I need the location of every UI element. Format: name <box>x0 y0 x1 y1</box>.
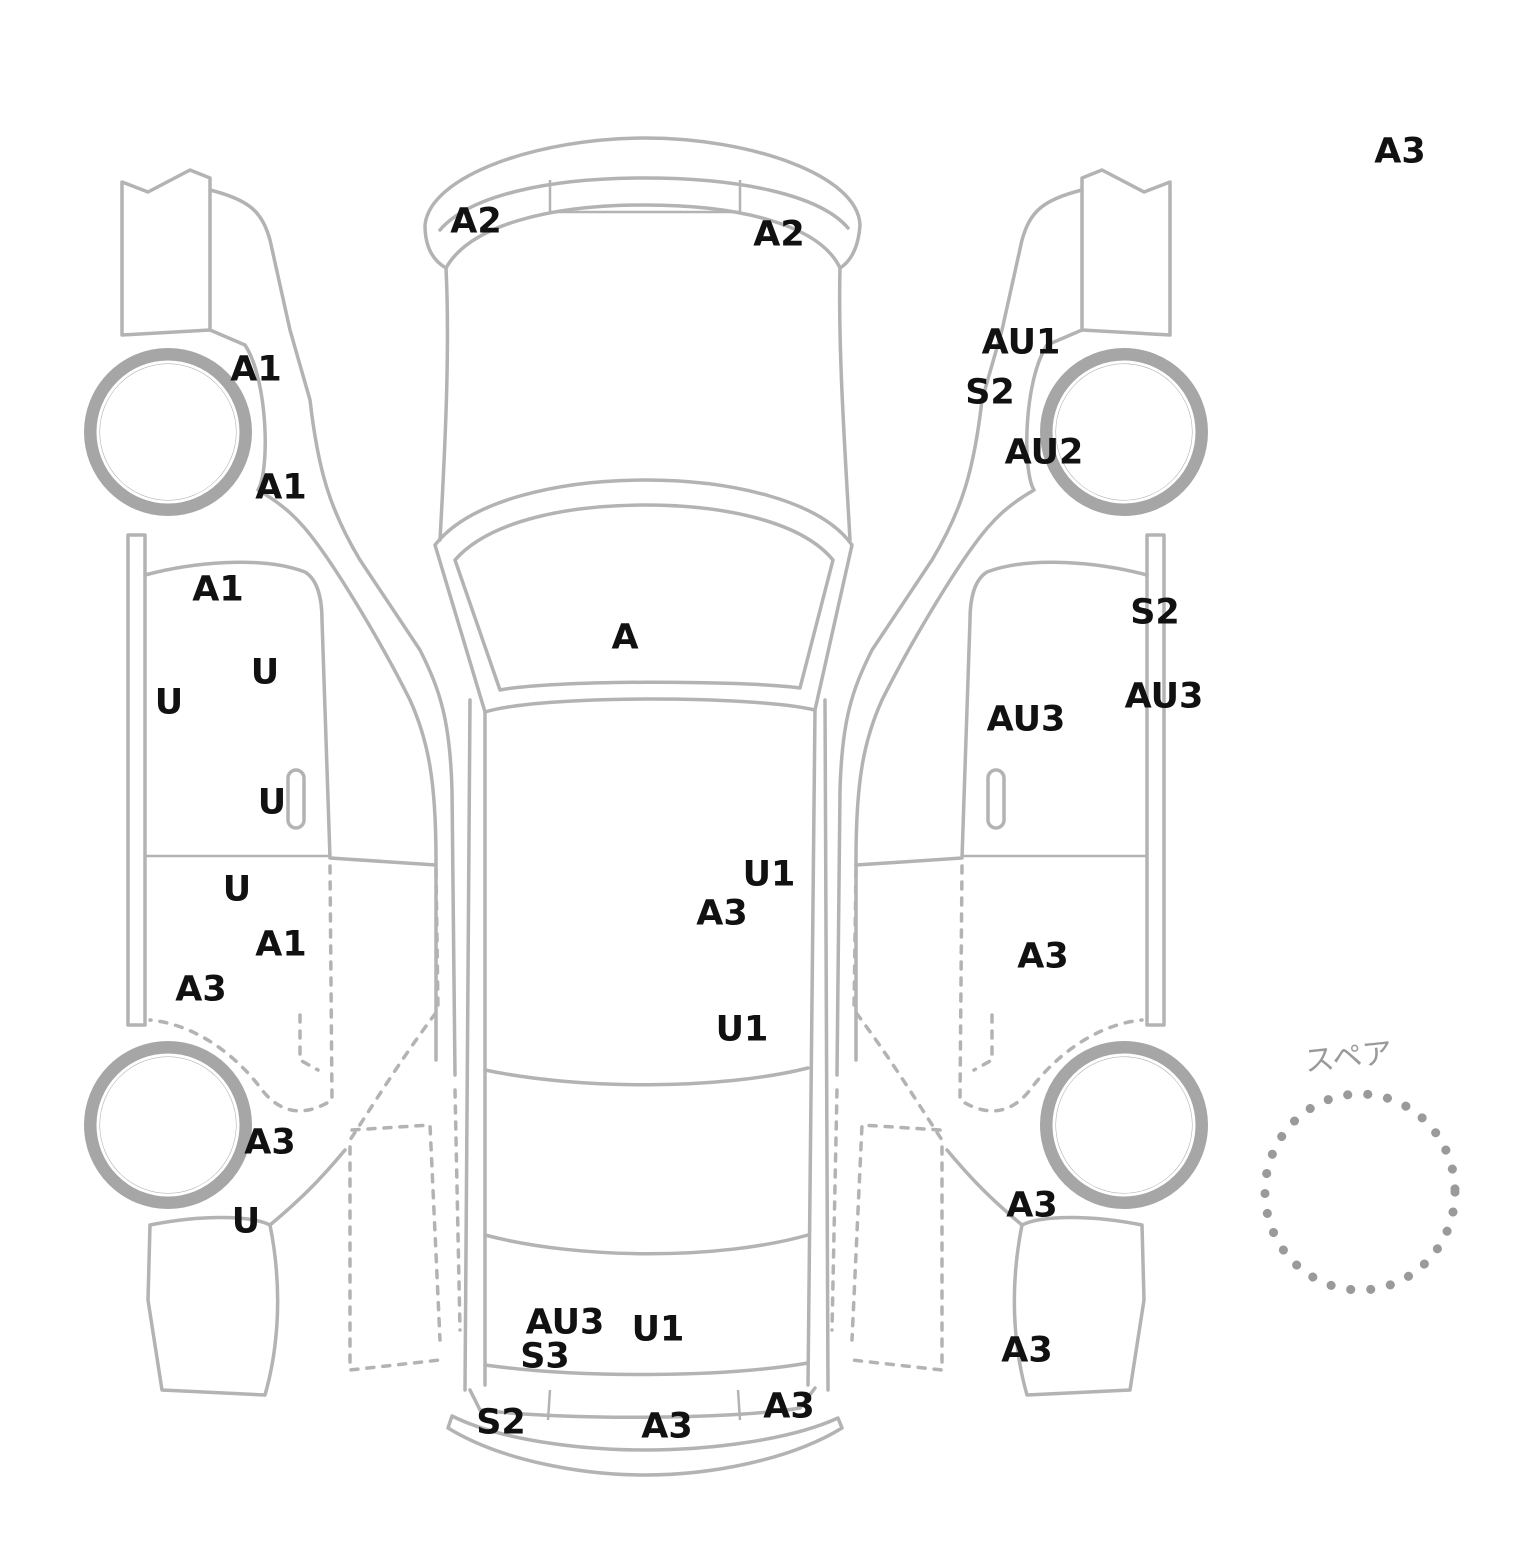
left-side-view <box>84 168 462 1397</box>
damage-mark: A2 <box>753 214 805 255</box>
top-view <box>423 136 862 1477</box>
damage-mark: A3 <box>696 893 748 934</box>
damage-mark: S2 <box>476 1402 526 1443</box>
damage-mark: S2 <box>965 372 1015 413</box>
damage-mark: AU2 <box>1004 432 1084 473</box>
damage-mark: A3 <box>175 969 227 1010</box>
damage-mark: U <box>250 652 280 693</box>
damage-mark: U1 <box>742 854 796 895</box>
damage-mark: S3 <box>520 1336 570 1377</box>
damage-mark: A1 <box>255 924 307 965</box>
damage-mark: AU3 <box>525 1302 605 1343</box>
damage-mark: A3 <box>1374 131 1426 172</box>
damage-mark: U <box>257 782 287 823</box>
damage-mark: AU3 <box>1124 676 1204 717</box>
damage-mark: A3 <box>244 1122 296 1163</box>
damage-mark: A1 <box>192 569 244 610</box>
damage-mark: A3 <box>1017 936 1069 977</box>
damage-mark: U <box>154 682 184 723</box>
damage-mark: A3 <box>763 1386 815 1427</box>
damage-mark: U1 <box>715 1009 769 1050</box>
damage-mark: U <box>231 1201 261 1242</box>
spare-label: スペア <box>1302 1035 1394 1080</box>
damage-mark: A1 <box>230 349 282 390</box>
spare-tire-outline <box>1260 1089 1460 1295</box>
damage-mark: A3 <box>1001 1330 1053 1371</box>
damage-mark: S2 <box>1130 592 1180 633</box>
damage-mark: A3 <box>1006 1185 1058 1226</box>
damage-mark: A1 <box>255 467 307 508</box>
damage-mark: AU1 <box>981 322 1061 363</box>
damage-mark: U <box>222 869 252 910</box>
damage-mark: AU3 <box>986 699 1066 740</box>
damage-mark: A <box>611 617 639 658</box>
right-side-view <box>830 168 1208 1397</box>
damage-mark: A3 <box>641 1406 693 1447</box>
damage-mark: A2 <box>450 201 502 242</box>
damage-mark: U1 <box>631 1309 685 1350</box>
